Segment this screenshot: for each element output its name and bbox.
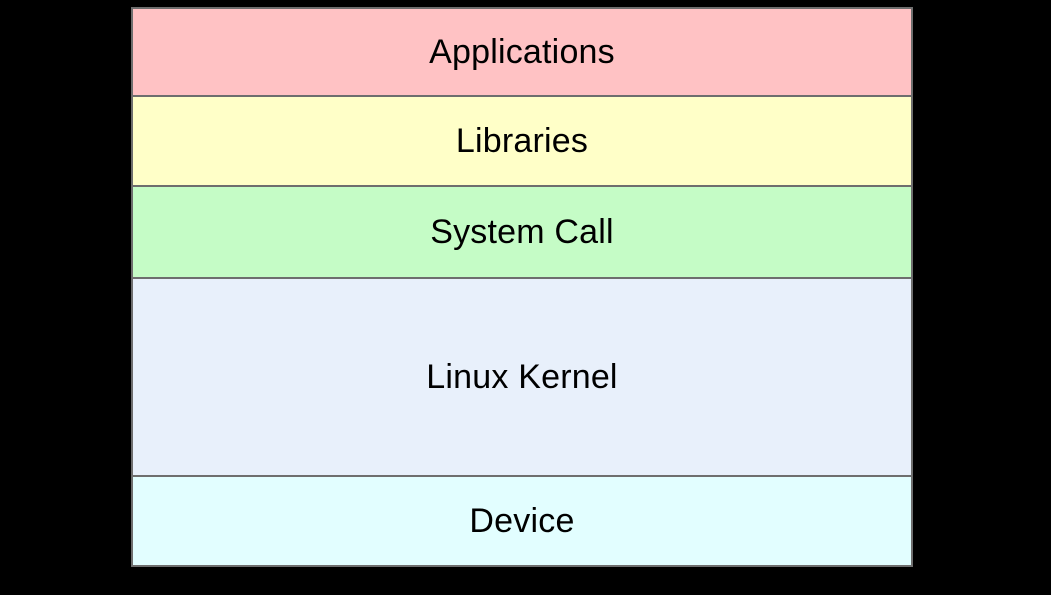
layer-applications: Applications	[133, 9, 911, 95]
layer-libraries: Libraries	[133, 95, 911, 185]
layer-device: Device	[133, 475, 911, 565]
layer-system-call: System Call	[133, 185, 911, 277]
layer-applications-label: Applications	[429, 33, 615, 71]
layer-system-call-label: System Call	[430, 213, 614, 251]
layer-stack: Applications Libraries System Call Linux…	[131, 7, 913, 567]
layer-device-label: Device	[469, 502, 575, 540]
layer-linux-kernel: Linux Kernel	[133, 277, 911, 475]
layer-linux-kernel-label: Linux Kernel	[426, 358, 618, 396]
layer-libraries-label: Libraries	[455, 122, 589, 160]
